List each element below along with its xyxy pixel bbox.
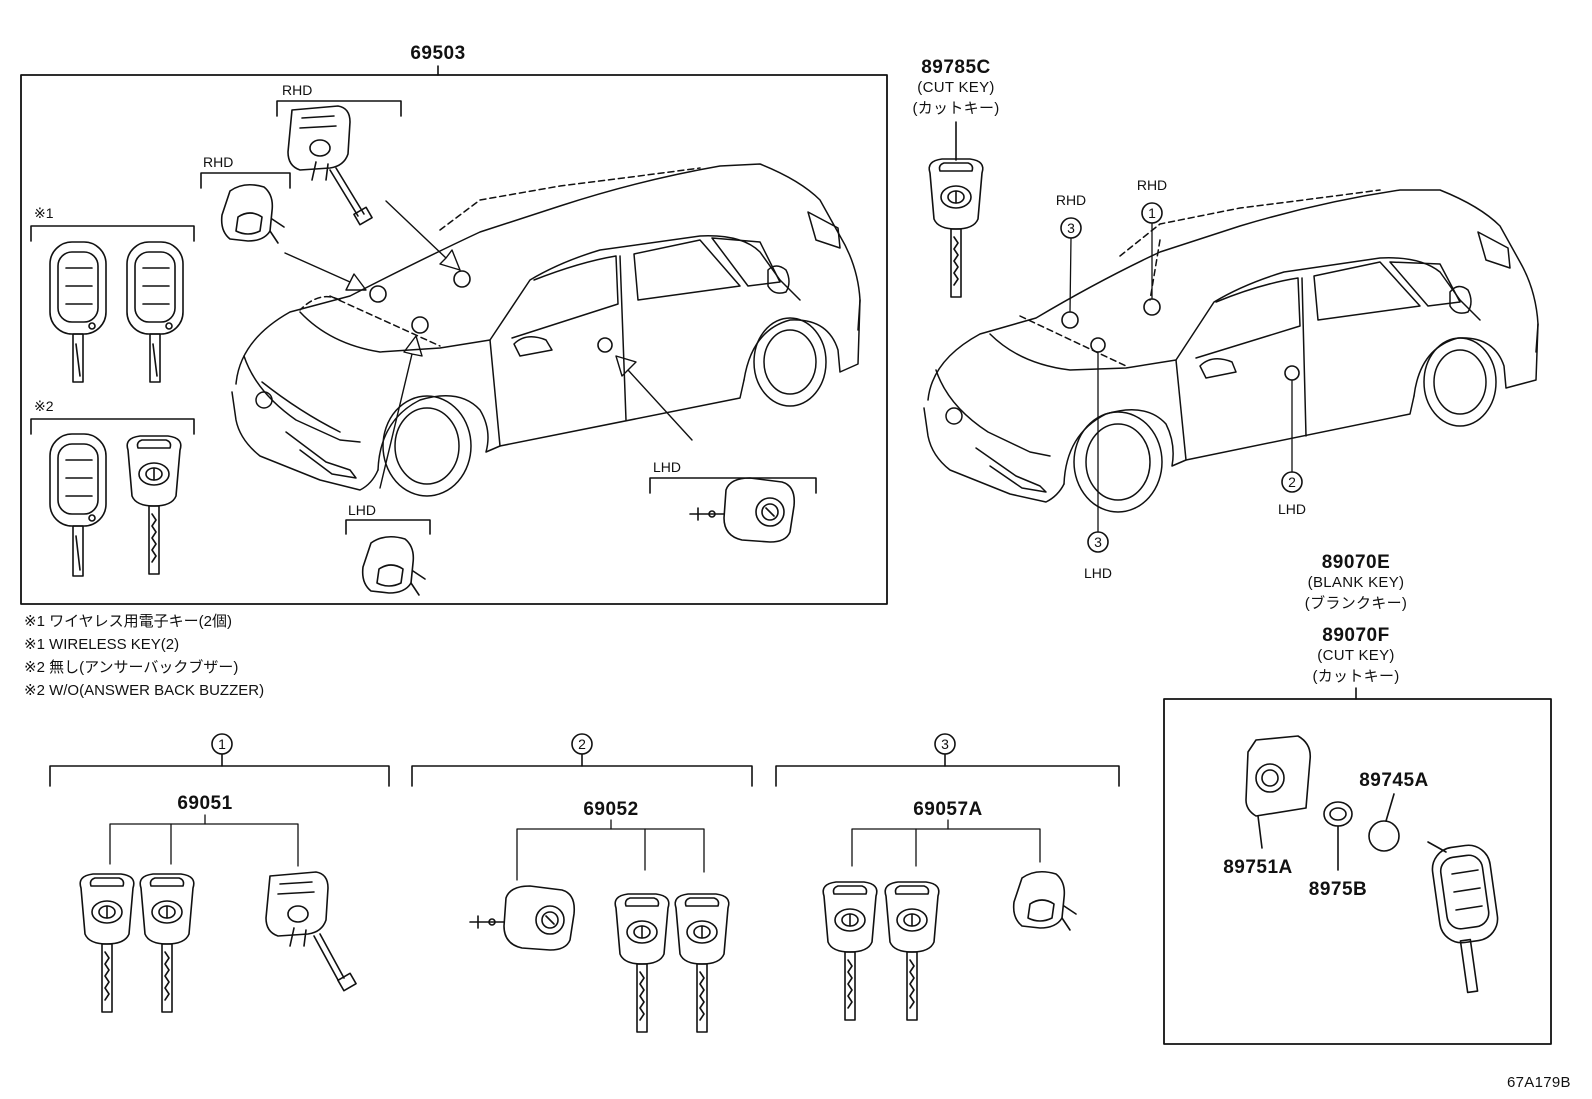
remote-key-icon — [0, 0, 27, 94]
marker-leaders-right — [1069, 222, 1293, 533]
set2-lock-cylinder — [469, 885, 576, 951]
rhd-label: RHD — [1055, 192, 1087, 208]
set-leaders — [109, 814, 1041, 881]
note-marker: ※2 — [34, 398, 54, 414]
circled-marker: 3 — [1094, 534, 1102, 550]
circled-marker: 1 — [1148, 205, 1156, 221]
lock-position-markers-left — [369, 270, 613, 353]
circled-marker: 2 — [1288, 474, 1296, 490]
cut-key-part-number: 89785C — [921, 57, 991, 78]
set1-keys — [79, 873, 195, 1013]
battery-part-number: 89745A — [1359, 770, 1429, 791]
key-icon — [126, 435, 182, 575]
set-part-number: 69051 — [177, 793, 233, 814]
set1-ignition-cylinder — [265, 871, 357, 992]
circled-markers-right — [1060, 202, 1303, 553]
pointer-arrows — [284, 200, 693, 489]
ignition-cylinder-rhd — [287, 105, 373, 226]
battery-icon — [1368, 793, 1400, 852]
note-line: ※1 ワイヤレス用電子キー(2個) — [24, 613, 232, 630]
cut-key-icon — [928, 158, 984, 298]
note-line: ※2 W/O(ANSWER BACK BUZZER) — [24, 682, 265, 699]
assembly-part-number: 69503 — [410, 43, 466, 64]
set-marker: 2 — [578, 736, 586, 752]
key-case-icon — [1245, 735, 1312, 849]
blank-key-description: (BLANK KEY) — [1307, 574, 1405, 591]
set3-door-switch — [1012, 870, 1077, 931]
set-marker: 1 — [218, 736, 226, 752]
smart-key-icon — [49, 433, 107, 577]
battery-holder-part-number: 8975B — [1308, 879, 1368, 900]
cut-key-part-number: 89070F — [1322, 625, 1390, 646]
rhd-label: RHD — [1136, 177, 1168, 193]
diagram-id: 67A179B — [1507, 1074, 1571, 1091]
rhd-label: RHD — [203, 154, 234, 170]
set-part-number: 69052 — [583, 799, 639, 820]
lhd-label: LHD — [1277, 501, 1307, 517]
set2-keys — [614, 893, 730, 1033]
circled-marker: 3 — [1067, 220, 1075, 236]
key-parts-frame — [1163, 698, 1552, 1045]
key-case-part-number: 89751A — [1223, 857, 1293, 878]
lhd-label: LHD — [1083, 565, 1113, 581]
car-illustration-left — [231, 163, 861, 497]
brackets-assembly — [30, 100, 817, 535]
battery-holder-icon — [1323, 801, 1353, 871]
note-line: ※1 WIRELESS KEY(2) — [24, 636, 180, 653]
cut-key-description-jp: (カットキー) — [1312, 668, 1400, 685]
set-marker: 3 — [941, 736, 949, 752]
cut-key-description: (CUT KEY) — [917, 79, 995, 96]
note-marker: ※1 — [34, 205, 54, 221]
car-illustration-right — [923, 189, 1539, 513]
rhd-label: RHD — [282, 82, 313, 98]
assembly-frame — [20, 74, 888, 605]
set-brackets — [49, 753, 1120, 787]
smart-key-icon — [49, 241, 107, 383]
lhd-label: LHD — [348, 502, 377, 518]
note-line: ※2 無し(アンサーバックブザー) — [24, 659, 239, 676]
lhd-label: LHD — [653, 459, 682, 475]
set3-keys — [822, 881, 940, 1021]
cut-key-description: (CUT KEY) — [1317, 647, 1395, 664]
smart-key-icon — [126, 241, 184, 383]
door-lock-cylinder-lhd — [689, 477, 796, 543]
set-part-number: 69057A — [913, 799, 983, 820]
set-markers — [211, 733, 956, 755]
blank-key-part-number: 89070E — [1321, 552, 1391, 573]
door-switch-rhd — [220, 183, 285, 244]
blank-key-description-jp: (ブランクキー) — [1304, 595, 1408, 612]
door-switch-lhd — [361, 535, 426, 596]
smart-key-icon — [1427, 841, 1499, 994]
cut-key-description-jp: (カットキー) — [912, 100, 1000, 117]
